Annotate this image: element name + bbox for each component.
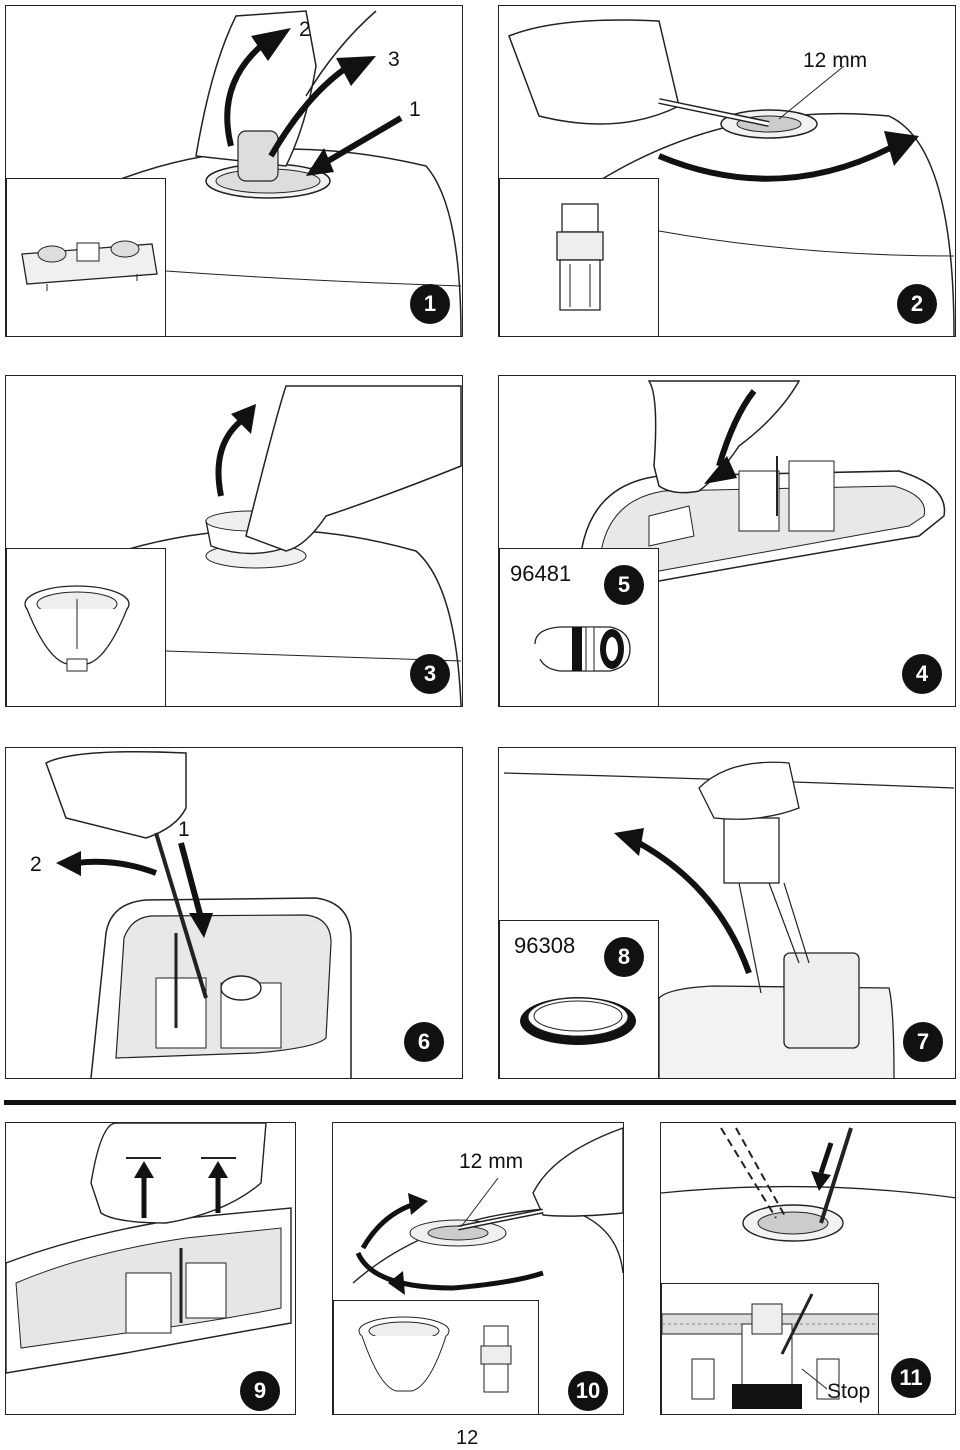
step-2-inset [499,178,659,336]
step-2-panel: 12 mm 2 [498,5,956,337]
step-8-part-code: 96308 [514,933,576,958]
step-8-inset: 96308 8 [499,920,659,1078]
step-10-inset [333,1300,539,1414]
section-divider [4,1100,956,1105]
step-11-number-badge: 11 [891,1358,931,1398]
step-3-illustration [105,385,462,706]
sealing-ring-part-icon [520,997,636,1045]
step-5-part-code: 96481 [510,561,572,586]
step-3-number-badge: 3 [410,654,450,694]
step-10-panel: 12 mm 10 [332,1122,624,1415]
step-11-stop-label: Stop [827,1380,871,1403]
step-1-panel: 2 3 1 1 [5,5,463,337]
step-2-illustration [508,19,955,336]
step-1-number-badge: 1 [410,284,450,324]
step-5-number-badge: 5 [604,565,644,605]
step-1-arrow-label-2: 2 [299,18,311,41]
step-3-inset [6,548,166,706]
valve-section-icon [662,1293,878,1409]
step-9-number-badge: 9 [240,1371,280,1411]
valve-housing-icon [24,585,130,672]
step-7-number-badge: 7 [903,1022,943,1062]
step-1-arrow-label-3: 3 [388,48,400,71]
step-5-inset: 96481 5 [499,548,659,706]
step-3-panel: 3 [5,375,463,707]
step-4-number-badge: 4 [902,654,942,694]
step-1-inset [6,178,166,336]
step-10-illustration [352,1127,623,1295]
step-2-measure-label: 12 mm [803,49,868,72]
step-9-panel: 9 [5,1122,296,1415]
page-number: 12 [456,1427,479,1449]
step-6-number-badge: 6 [404,1022,444,1062]
step-4-illustration [578,380,946,582]
seal-ring-part-icon [534,626,631,672]
step-2-number-badge: 2 [897,284,937,324]
step-7-illustration [503,761,955,1078]
step-6-arrow-label-2: 2 [30,853,42,876]
step-6-arrow-label-1: 1 [178,818,190,841]
push-button-icon [21,240,158,291]
step-11-panel: Stop 11 [660,1122,956,1415]
valve-parts-icon [358,1316,512,1393]
step-7-panel: 96308 8 7 [498,747,956,1079]
step-11-illustration [661,1127,955,1242]
step-6-panel: 1 2 6 [5,747,463,1079]
step-9-illustration [6,1123,292,1374]
step-4-panel: 96481 5 4 [498,375,956,707]
step-6-illustration [45,751,352,1078]
step-8-number-badge: 8 [604,937,644,977]
step-10-measure-label: 12 mm [459,1150,524,1173]
step-10-number-badge: 10 [568,1371,608,1411]
valve-cartridge-icon [556,203,604,311]
step-1-illustration [115,10,462,336]
step-11-inset [661,1283,879,1414]
step-1-arrow-label-1: 1 [409,98,421,121]
